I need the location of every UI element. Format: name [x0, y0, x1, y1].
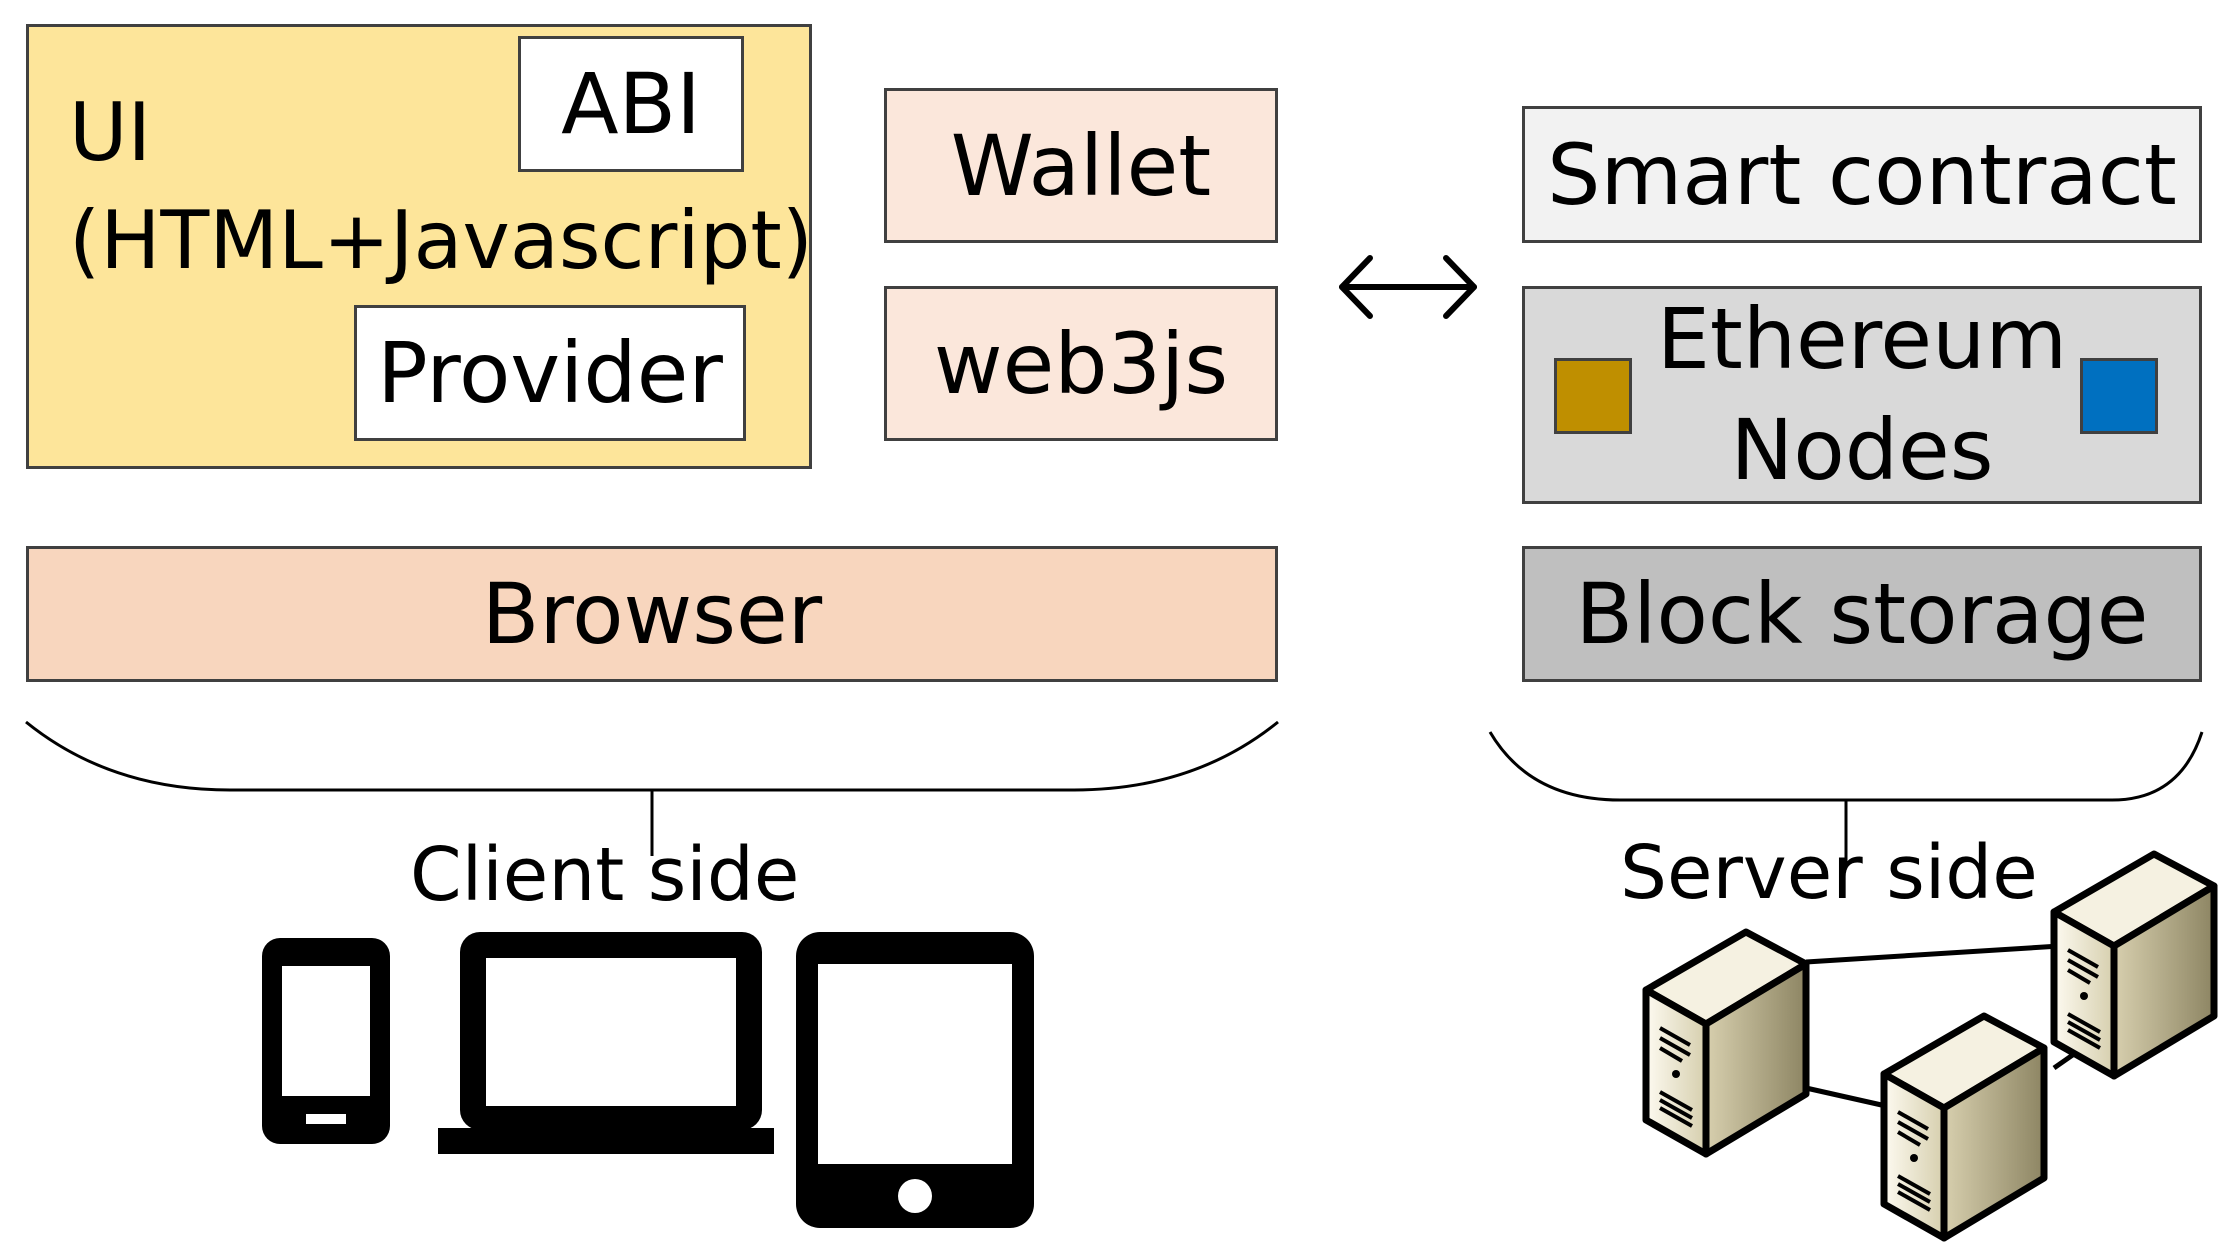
- wallet-box: Wallet: [884, 88, 1278, 243]
- server-icon: [1884, 1016, 2044, 1238]
- gold-node-square: [1554, 358, 1632, 434]
- provider-box: Provider: [354, 305, 746, 441]
- web3js-box: web3js: [884, 286, 1278, 441]
- double-arrow-icon: [1339, 255, 1477, 319]
- ethereum-nodes-line2: Nodes: [1730, 401, 1994, 499]
- server-side-brace: [1488, 731, 2204, 802]
- phone-icon: [262, 938, 390, 1144]
- server-icon: [1646, 932, 1806, 1154]
- ethereum-nodes-label: Ethereum Nodes: [1657, 284, 2067, 506]
- tablet-icon: [796, 932, 1034, 1228]
- wallet-label: Wallet: [950, 116, 1212, 215]
- smart-contract-box: Smart contract: [1522, 106, 2202, 243]
- ethereum-nodes-line1: Ethereum: [1656, 290, 2068, 389]
- block-storage-box: Block storage: [1522, 546, 2202, 682]
- smart-contract-label: Smart contract: [1547, 125, 2177, 224]
- laptop-icon: [438, 932, 774, 1154]
- client-side-brace: [25, 720, 1279, 792]
- browser-box: Browser: [26, 546, 1278, 682]
- blue-node-square: [2080, 358, 2158, 434]
- client-side-label: Client side: [410, 832, 800, 918]
- server-side-label: Server side: [1620, 830, 2038, 916]
- ui-title-line1: UI: [69, 86, 152, 179]
- server-icon: [2054, 854, 2214, 1076]
- abi-label: ABI: [561, 55, 701, 153]
- ui-title-line2: (HTML+Javascript): [69, 194, 813, 287]
- abi-box: ABI: [518, 36, 744, 172]
- web3js-label: web3js: [933, 314, 1229, 413]
- block-storage-label: Block storage: [1575, 565, 2149, 663]
- provider-label: Provider: [377, 324, 723, 422]
- browser-label: Browser: [481, 565, 823, 663]
- ui-title: UI (HTML+Javascript): [69, 79, 813, 295]
